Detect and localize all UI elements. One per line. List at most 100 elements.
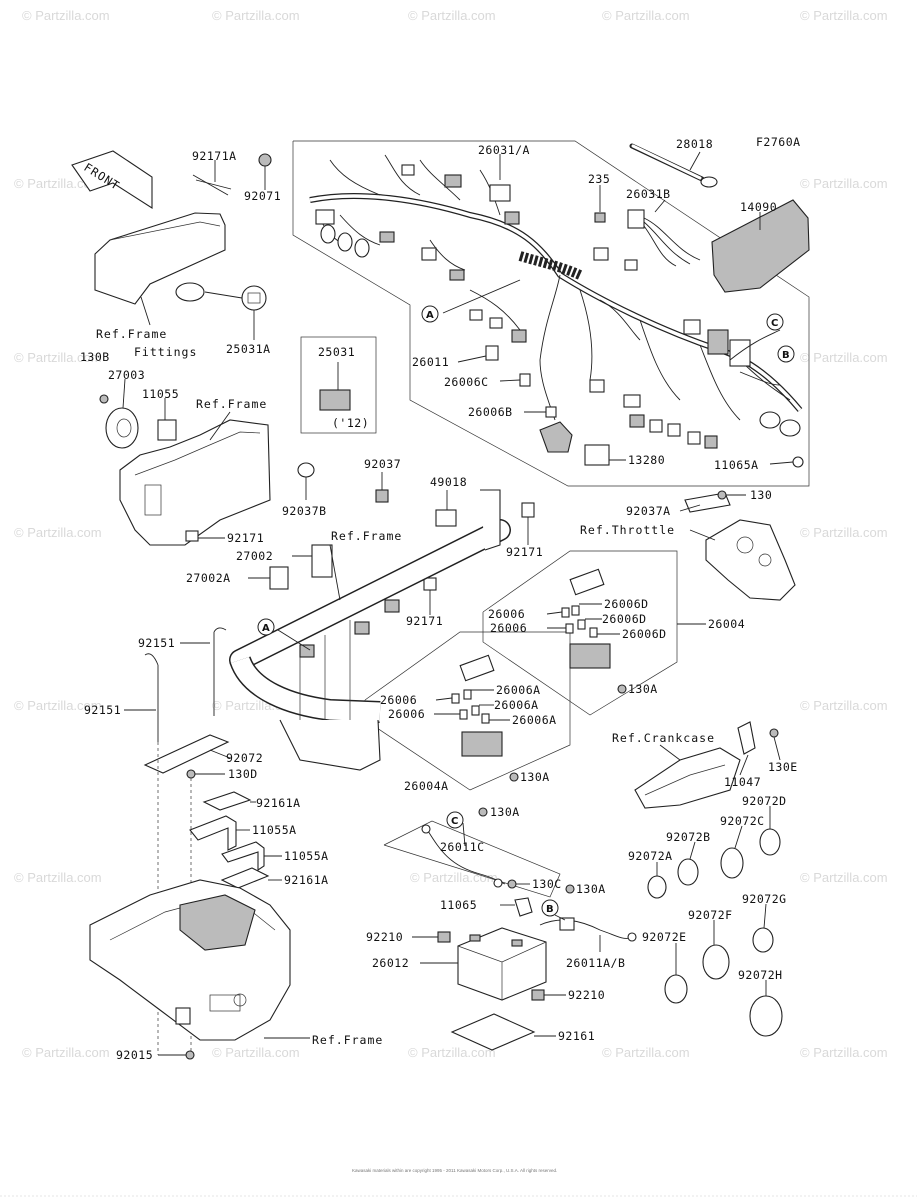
- leader-C: [462, 822, 466, 847]
- part-92171-top-shape: [521, 502, 535, 518]
- leader: [689, 151, 701, 171]
- part-92072A-shape: [647, 875, 667, 899]
- part-label: 92072B: [666, 830, 711, 844]
- harness-trunk: [309, 193, 803, 412]
- part-label: 13280: [628, 453, 665, 467]
- part-label: 92171: [227, 531, 264, 545]
- leader: [546, 611, 563, 615]
- part-92072E-shape: [664, 974, 688, 1004]
- harness-connector: [593, 247, 609, 261]
- main-frame: [229, 489, 511, 771]
- part-label: 27002A: [186, 571, 231, 585]
- crankcase-area: [634, 721, 781, 809]
- harness-connector: [489, 184, 511, 202]
- battery-terminal: [511, 939, 523, 947]
- part-13280-shape: [584, 444, 610, 466]
- part-labels: 92171A 92071 26031/A 28018 235 26031B 14…: [80, 137, 797, 1062]
- part-label: 130C: [532, 877, 562, 891]
- crankcase-edge: [644, 764, 726, 796]
- harness-connector: [649, 419, 663, 433]
- throttle-body: [705, 519, 796, 601]
- part-label: 11047: [724, 775, 761, 789]
- circle-label: A: [426, 310, 434, 321]
- part-label: 27002: [236, 549, 273, 563]
- part-130A-shape: [509, 772, 519, 782]
- part-label: 92072A: [628, 849, 673, 863]
- leader: [204, 291, 243, 299]
- ref-frame-middle: Ref.Frame: [331, 529, 402, 543]
- watermark: © Partzilla.com: [14, 350, 102, 365]
- harness-connector: [779, 419, 801, 437]
- frame-bracket: [480, 489, 501, 551]
- leader: [122, 378, 126, 409]
- ref-throttle: Ref.Throttle: [580, 523, 675, 537]
- harness-connector: [379, 231, 395, 243]
- harness-connector: [504, 211, 520, 225]
- part-label: 26006A: [494, 698, 539, 712]
- part-92171A-shape: [192, 174, 229, 196]
- harness-junction: [539, 421, 573, 453]
- harness-connector: [759, 411, 781, 429]
- panel-edge: [109, 221, 221, 241]
- part-26006B-shape: [545, 406, 557, 418]
- part-label: 26006: [490, 621, 527, 635]
- harness-connector: [707, 329, 729, 355]
- lower-frame-detail: [233, 993, 247, 1007]
- harness-connector: [421, 247, 437, 261]
- part-label: 130A: [576, 882, 606, 896]
- part-26011AB-shape: [539, 919, 631, 939]
- panel-hole: [175, 282, 205, 302]
- part-92071-shape: [258, 153, 272, 167]
- harness-corrugated: [518, 251, 583, 280]
- part-label: 26006: [488, 607, 525, 621]
- part-label: 26004: [708, 617, 745, 631]
- harness-connector: [623, 394, 641, 408]
- part-label: 130A: [520, 770, 550, 784]
- watermark: © Partzilla.com: [800, 350, 888, 365]
- frame-edge: [134, 431, 261, 476]
- watermark: © Partzilla.com: [212, 1045, 300, 1060]
- circle-label: B: [782, 350, 790, 361]
- part-label: 130D: [228, 767, 258, 781]
- harness-connector: [315, 209, 335, 225]
- circle-label: A: [262, 623, 270, 634]
- part-92151-rod: [144, 653, 159, 742]
- harness-connector: [667, 423, 681, 437]
- part-92072H-shape: [749, 995, 783, 1037]
- leader: [457, 355, 487, 363]
- part-label: 92210: [366, 930, 403, 944]
- fuse-box-outline: [482, 550, 678, 716]
- watermark: © Partzilla.com: [410, 870, 498, 885]
- watermark: © Partzilla.com: [800, 870, 888, 885]
- leader-B: [554, 914, 566, 921]
- fuse-box-a: [434, 654, 519, 782]
- leader: [769, 461, 794, 465]
- fuse-box-body: [569, 643, 611, 669]
- part-label: 26006D: [604, 597, 649, 611]
- part-label: 26006A: [496, 683, 541, 697]
- leader: [734, 825, 743, 849]
- part-130C-shape: [507, 879, 517, 889]
- leader: [654, 199, 666, 213]
- part-label: 92072: [226, 751, 263, 765]
- leader: [773, 736, 781, 761]
- leader-A-mid: [277, 629, 311, 651]
- lower-frame: [89, 879, 310, 1060]
- part-11065-shape: [514, 897, 533, 917]
- part-11055-shape: [157, 419, 177, 441]
- frame-lower-bracket: [279, 719, 381, 771]
- frame-clip: [354, 621, 370, 635]
- watermark: © Partzilla.com: [14, 870, 102, 885]
- part-235-shape: [594, 212, 606, 223]
- frame-tube-inner: [230, 656, 381, 722]
- part-11065A-shape: [792, 456, 804, 468]
- part-92072F-shape: [702, 944, 730, 980]
- harness-lead: [739, 371, 781, 386]
- throttle-detail: [758, 553, 772, 567]
- part-label: 92171: [406, 614, 443, 628]
- part-27002A-shape: [269, 566, 289, 590]
- part-label: 92072E: [642, 930, 687, 944]
- harness-branches: [539, 274, 741, 421]
- part-label: 92151: [138, 636, 175, 650]
- fuse: [463, 689, 472, 700]
